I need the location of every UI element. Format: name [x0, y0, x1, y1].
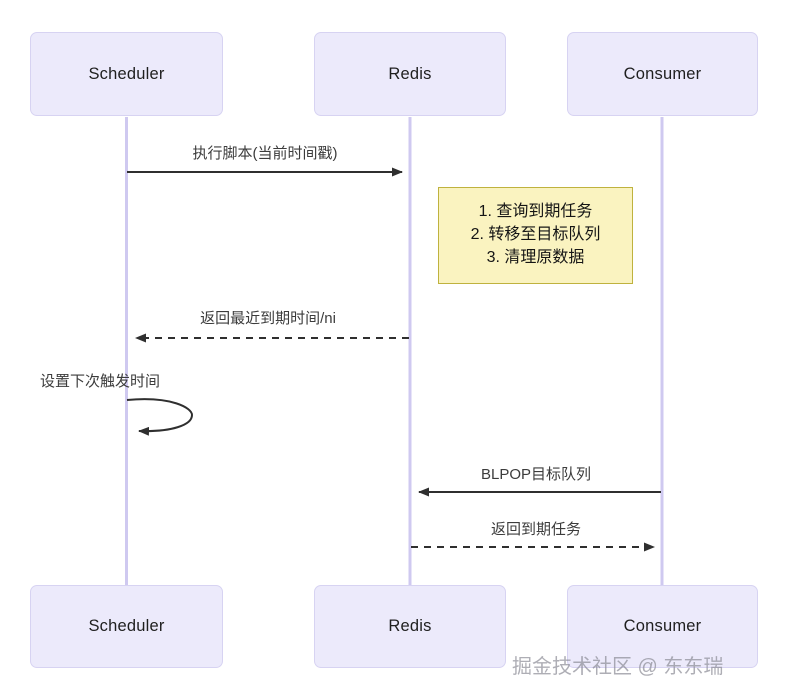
message-label-m1-text: 执行脚本(当前时间戳) [192, 145, 338, 162]
message-label-m4: BLPOP目标队列 [413, 463, 659, 484]
participant-box-redis-top[interactable]: Redis [314, 32, 506, 116]
participant-box-scheduler-bottom[interactable]: Scheduler [30, 585, 223, 668]
message-label-m1: 执行脚本(当前时间戳) [127, 142, 403, 163]
note-line-1: 1. 查询到期任务 [478, 203, 593, 221]
participant-label-scheduler-bottom: Scheduler [88, 617, 165, 635]
participant-label-consumer-top: Consumer [623, 64, 702, 83]
message-label-m2: 返回最近到期时间/ni [130, 307, 406, 328]
participant-label-redis-top: Redis [388, 64, 432, 83]
participant-box-consumer-top[interactable]: Consumer [567, 32, 758, 116]
note-line-2: 2. 转移至目标队列 [470, 226, 601, 244]
message-label-m3-text: 设置下次触发时间 [40, 373, 161, 390]
message-arrow-m3 [126, 398, 194, 436]
participant-box-redis-bottom[interactable]: Redis [314, 585, 506, 668]
message-label-m4-text: BLPOP目标队列 [480, 466, 592, 483]
participant-label-redis-bottom: Redis [388, 617, 432, 635]
participant-box-scheduler-top[interactable]: Scheduler [30, 32, 223, 116]
note-line-3: 3. 清理原数据 [486, 248, 585, 266]
message-label-m2-text: 返回最近到期时间/ni [200, 310, 336, 327]
participant-label-consumer-bottom: Consumer [623, 617, 702, 635]
message-label-m5-text: 返回到期任务 [490, 521, 581, 538]
message-label-m5: 返回到期任务 [413, 518, 659, 539]
participant-label-scheduler-top: Scheduler [88, 64, 165, 83]
message-label-m3: 设置下次触发时间 [40, 370, 216, 391]
participant-box-consumer-bottom[interactable]: Consumer [567, 585, 758, 668]
watermark-text: 掘金技术社区 @ 东东瑞 [512, 656, 724, 678]
note-over-redis: 1. 查询到期任务 2. 转移至目标队列 3. 清理原数据 [438, 187, 633, 284]
